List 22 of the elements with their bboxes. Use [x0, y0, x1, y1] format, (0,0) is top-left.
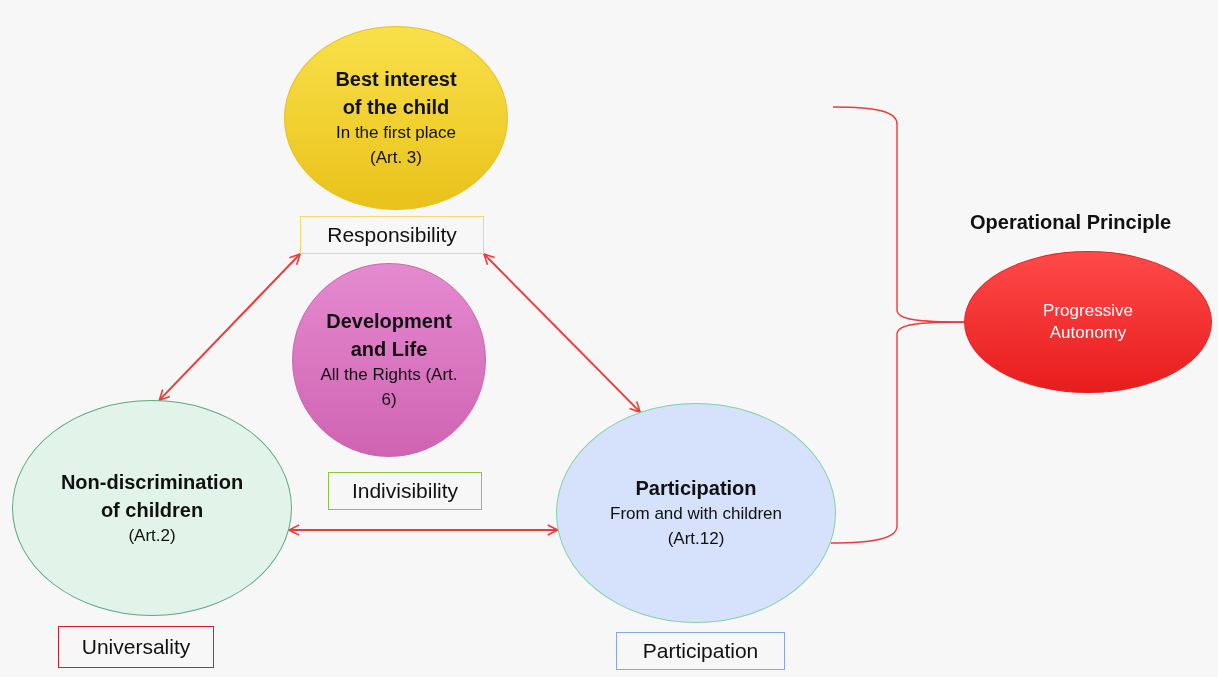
node-subtitle: (Art.2)	[128, 524, 176, 547]
principle-heading: Operational Principle	[970, 211, 1172, 234]
node-subtitle: All the Rights (Art. 6)	[319, 364, 459, 411]
label-box	[328, 472, 482, 510]
double-arrow	[483, 253, 642, 414]
label-box	[616, 632, 785, 670]
label-text: Universality	[81, 634, 191, 661]
label-box	[300, 216, 484, 254]
node-text: Progressive Autonomy	[1042, 299, 1134, 344]
node-title: Development and Life	[325, 309, 453, 363]
node-subtitle: From and with children (Art.12)	[609, 503, 783, 550]
label-text: Responsibility	[327, 222, 457, 249]
label-text: Indivisibility	[351, 478, 459, 505]
node-title: Participation	[635, 476, 757, 502]
node-title: Best interest of the child	[334, 67, 458, 121]
node-title: Non-discrimination of children	[59, 469, 245, 523]
node-subtitle: In the first place (Art. 3)	[335, 122, 457, 169]
double-arrow	[288, 524, 559, 536]
label-text: Participation	[642, 638, 759, 665]
double-arrow	[158, 253, 301, 402]
label-box	[58, 626, 214, 668]
brace-line	[830, 321, 965, 544]
